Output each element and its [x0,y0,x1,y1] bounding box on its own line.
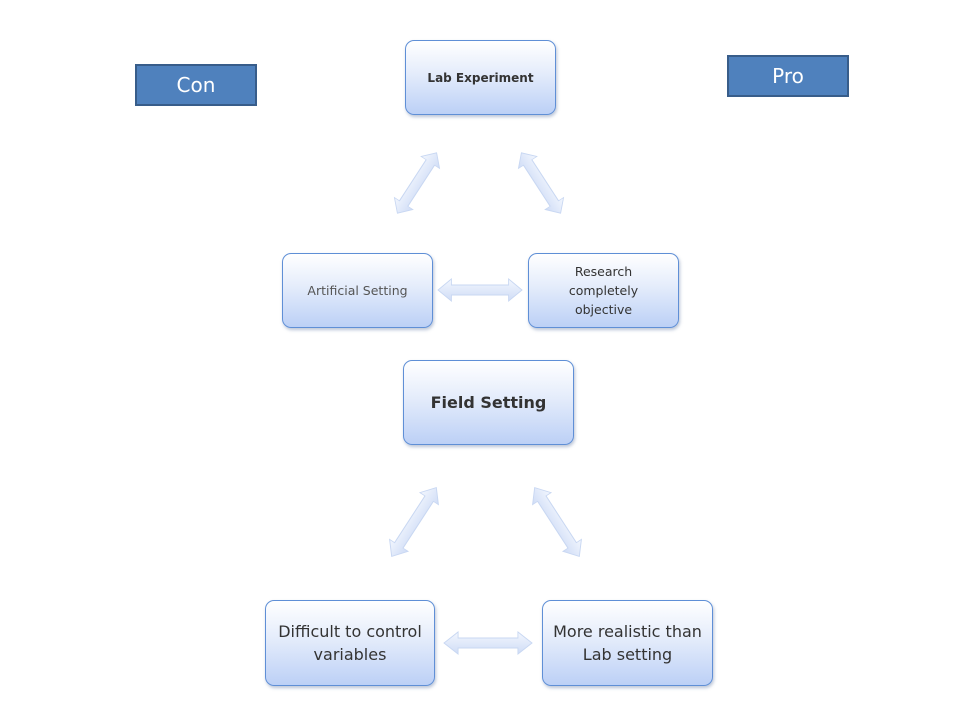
con-label: Con [135,64,257,106]
node-field-setting-text: Field Setting [430,393,547,412]
node-more-realistic: More realistic than Lab setting [542,600,713,686]
node-research-objective: Research completely objective [528,253,679,328]
node-more-realistic-text: More realistic than Lab setting [553,622,702,664]
node-research-objective-text: Research completely objective [568,264,639,317]
node-field-setting: Field Setting [403,360,574,445]
node-difficult-control: Difficult to control variables [265,600,435,686]
node-lab-experiment: Lab Experiment [405,40,556,115]
pro-label: Pro [727,55,849,97]
node-lab-experiment-text: Lab Experiment [427,70,534,85]
arrow-top-horizontal [437,278,523,302]
arrow-top-left [387,146,447,220]
arrow-bottom-horizontal [443,631,533,655]
node-difficult-control-text: Difficult to control variables [278,622,422,664]
node-artificial-setting-text: Artificial Setting [307,283,408,298]
node-artificial-setting: Artificial Setting [282,253,433,328]
arrow-bottom-left [381,481,447,563]
arrow-bottom-right [524,481,590,563]
arrow-top-right [511,146,571,220]
